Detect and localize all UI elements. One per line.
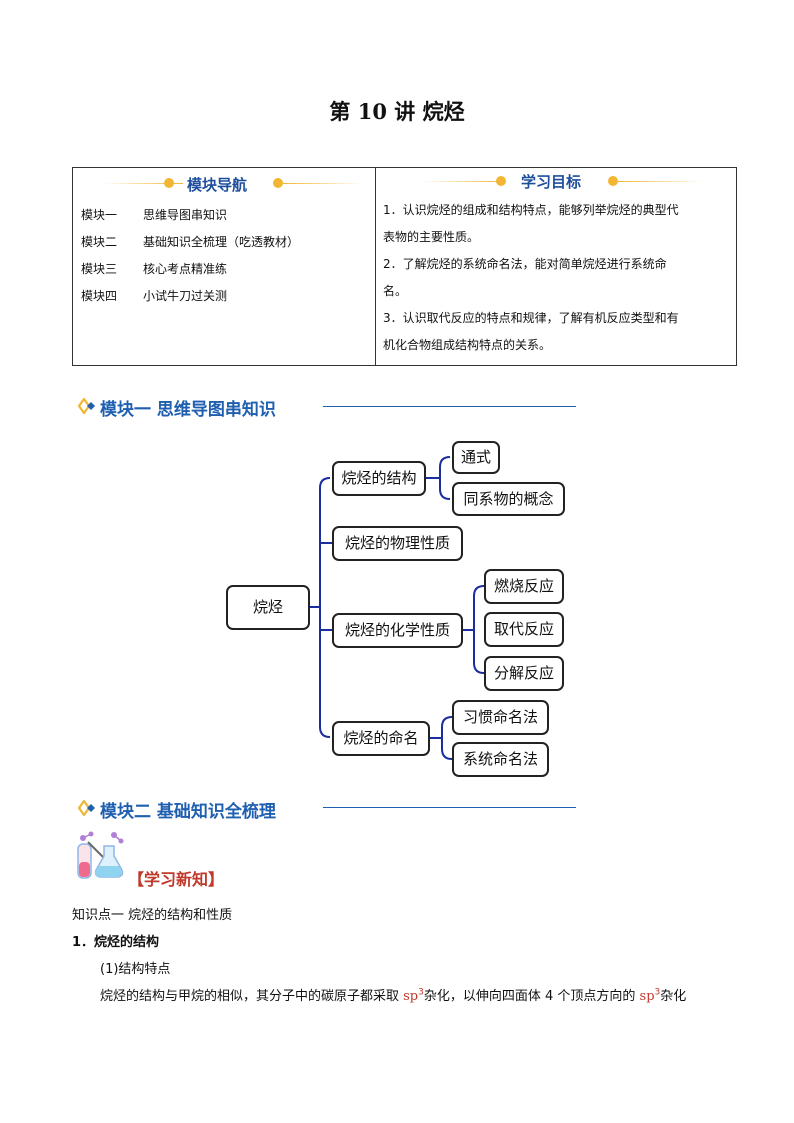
body-paragraph: 烷烃的结构与甲烷的相似，其分子中的碳原子都采取 sp3杂化，以伸向四面体 4 个… [100,985,686,1004]
nav-item-text: 核心考点精准练 [143,262,228,276]
para-text: 杂化，以伸向四面体 4 个顶点方向的 [423,989,640,1004]
sp-superscript: 3 [418,987,424,998]
mindmap-leaf-substitution: 取代反应 [484,612,564,647]
chemistry-flask-icon [74,830,126,886]
sub-subsection-heading: (1)结构特点 [100,962,171,977]
goal-line: 表物的主要性质。 [383,230,480,244]
section1-diamond-icon [77,397,98,418]
decor-dot [496,176,506,186]
decor-line [103,183,183,184]
knowledge-point-title: 知识点一 烷烃的结构和性质 [72,908,233,923]
subsection-heading: 1．烷烃的结构 [72,935,160,950]
section2-heading: 模块二 基础知识全梳理 [100,802,276,822]
nav-item-text: 小试牛刀过关测 [143,289,228,303]
module-nav-heading: 模块导航 [187,176,248,194]
mindmap-branch-physical: 烷烃的物理性质 [332,526,463,561]
nav-item-text: 基础知识全梳理（吃透教材） [143,235,300,249]
section2-diamond-icon [77,799,98,820]
nav-item-3: 模块三 核心考点精准练 [73,256,375,283]
goal-line: 机化合物组成结构特点的关系。 [383,338,552,352]
nav-item-4: 模块四 小试牛刀过关测 [73,283,375,310]
goal-line: 1．认识烷烃的组成和结构特点，能够列举烷烃的典型代 [383,203,679,217]
goal-line: 名。 [383,284,408,298]
section2-rule [323,807,576,808]
goal-line: 2．了解烷烃的系统命名法，能对简单烷烃进行系统命 [383,257,667,271]
mindmap-leaf-formula: 通式 [452,441,500,474]
mindmap-leaf-decomposition: 分解反应 [484,656,564,691]
mindmap-branch-chemical: 烷烃的化学性质 [332,613,463,648]
nav-item-key: 模块三 [81,262,118,276]
mindmap-branch-structure: 烷烃的结构 [332,461,426,496]
module-nav-cell: 模块导航 模块一 思维导图串知识 模块二 基础知识全梳理（吃透教材） 模块三 核心考点… [72,167,376,366]
sp-term: sp [639,989,655,1004]
nav-item-text: 思维导图串知识 [143,208,228,222]
module-table: 模块导航 模块一 思维导图串知识 模块二 基础知识全梳理（吃透教材） 模块三 核心考点… [72,167,737,366]
mindmap-connectors [310,456,485,760]
nav-item-key: 模块四 [81,289,118,303]
decor-dot [164,178,174,188]
mindmap-leaf-homolog: 同系物的概念 [452,482,565,516]
sp-superscript: 3 [654,987,661,998]
para-text: 烷烃的结构与甲烷的相似，其分子中的碳原子都采取 [100,989,404,1004]
para-text: 杂化 [660,989,687,1004]
mindmap-root: 烷烃 [226,585,310,630]
decor-line [283,183,363,184]
goals-cell: 学习目标 1．认识烷烃的组成和结构特点，能够列举烷烃的典型代 表物的主要性质。 … [375,167,737,366]
goals-header: 学习目标 [376,168,736,197]
sp-term: sp [403,989,419,1004]
decor-line [421,181,506,182]
nav-item-1: 模块一 思维导图串知识 [73,202,375,229]
section1-rule [323,406,576,407]
goals-text: 1．认识烷烃的组成和结构特点，能够列举烷烃的典型代 表物的主要性质。 2．了解烷… [376,197,736,359]
nav-item-key: 模块一 [81,208,118,222]
decor-dot [273,178,283,188]
mindmap-branch-naming: 烷烃的命名 [332,721,430,756]
mindmap-leaf-combustion: 燃烧反应 [484,569,564,604]
decor-dot [608,176,618,186]
mindmap-leaf-common-naming: 习惯命名法 [452,700,549,735]
section1-heading: 模块一 思维导图串知识 [100,400,276,420]
module-nav-header: 模块导航 [73,168,375,202]
learn-new-label: 【学习新知】 [128,870,225,889]
nav-item-2: 模块二 基础知识全梳理（吃透教材） [73,229,375,256]
mindmap-leaf-systematic-naming: 系统命名法 [452,742,549,777]
goal-line: 3．认识取代反应的特点和规律，了解有机反应类型和有 [383,311,679,325]
goals-heading: 学习目标 [521,173,582,191]
decor-line [618,181,703,182]
nav-item-key: 模块二 [81,235,118,249]
page-title: 第 10 讲 烷烃 [329,99,465,124]
